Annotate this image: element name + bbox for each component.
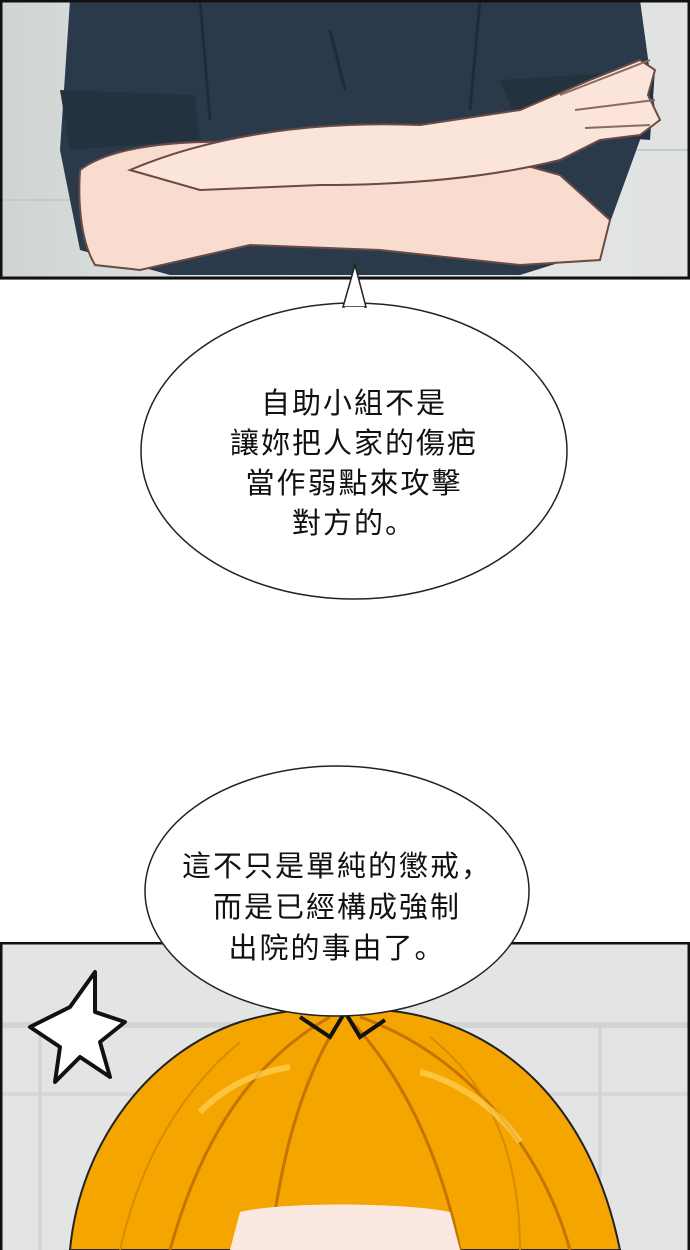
bubble-2-line-1: 這不只是單純的懲戒， [181, 849, 492, 883]
speech-bubble-shape [144, 765, 530, 1017]
bubble-1-line-1: 自助小組不是 [260, 386, 447, 420]
speech-bubble-1: 自助小組不是 讓妳把人家的傷疤 當作弱點來攻擊 對方的。 [138, 262, 570, 601]
bubble-1-line-4: 對方的。 [291, 506, 416, 540]
top-panel [0, 0, 690, 280]
speech-bubble-1-text: 自助小組不是 讓妳把人家的傷疤 當作弱點來攻擊 對方的。 [138, 383, 570, 543]
bubble-1-line-3: 當作弱點來攻擊 [245, 466, 463, 500]
speech-bubble-shape [140, 262, 568, 600]
bubble-1-line-2: 讓妳把人家的傷疤 [229, 426, 478, 460]
crossed-arms-illustration [0, 0, 690, 280]
bubble-2-line-2: 而是已經構成強制 [212, 890, 461, 924]
bubble-2-line-3: 出院的事由了。 [228, 931, 446, 965]
speech-bubble-2: 這不只是單純的懲戒， 而是已經構成強制 出院的事由了。 [143, 764, 531, 1018]
speech-bubble-2-text: 這不只是單純的懲戒， 而是已經構成強制 出院的事由了。 [143, 846, 531, 969]
